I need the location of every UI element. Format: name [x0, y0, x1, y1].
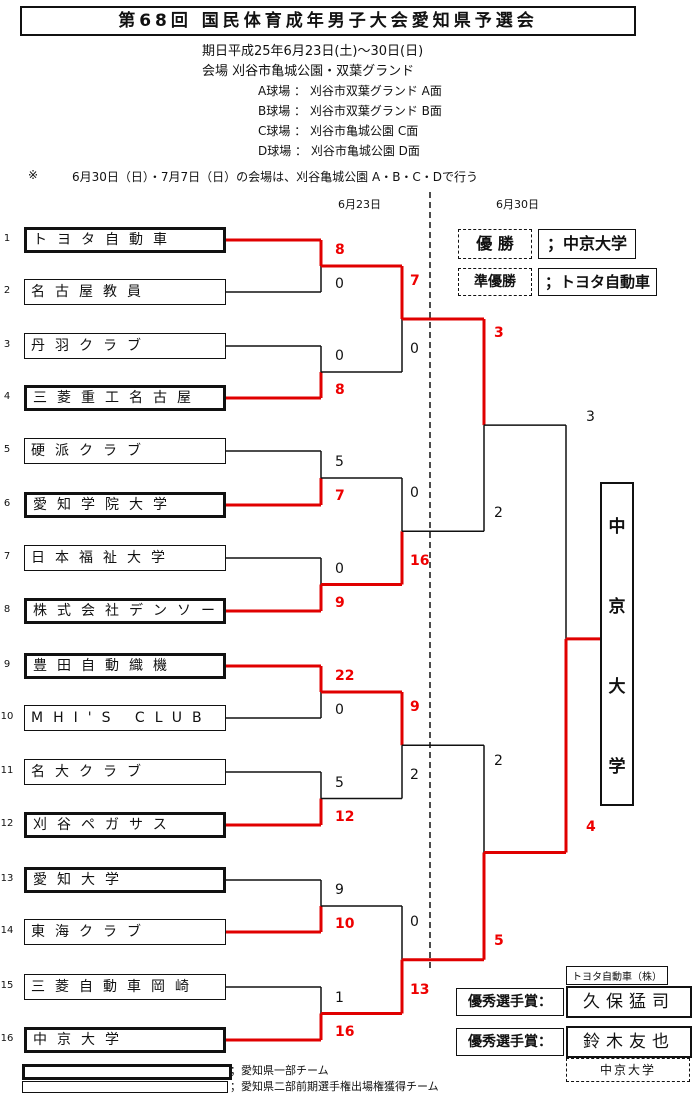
r2-score-top: 7 [410, 273, 420, 289]
team-box: 三菱自動車岡崎 [24, 974, 226, 1000]
winner-char: 学 [608, 756, 626, 777]
team-box: 愛知大学 [24, 867, 226, 893]
winner-char: 京 [608, 596, 626, 617]
r1-score-top: 0 [335, 348, 344, 364]
winner-vertical-box: 中 京 大 学 [600, 482, 634, 806]
r3-score-bottom: 2 [494, 505, 503, 522]
team-seed: 12 [0, 818, 14, 829]
r1-score-bottom: 0 [335, 276, 344, 292]
date-round3: 6月30日 [496, 198, 539, 211]
team-seed: 3 [3, 339, 11, 350]
winner-char: 中 [608, 516, 626, 537]
r3-score-top: 2 [494, 752, 503, 769]
r1-score-top: 1 [335, 989, 344, 1006]
r1-score-bottom: 12 [335, 808, 355, 825]
venue-a: A球場 ： 刈谷市双葉グランド A面 [258, 84, 442, 98]
venue-note: 6月30日（日）・7月7日（日）の会場は、刈谷亀城公園 A・B・C・Dで行う [72, 170, 479, 184]
team-box: 株式会社デンソー [24, 598, 226, 624]
team-box: MHI'S CLUB [24, 705, 226, 731]
r1-score-bottom: 9 [335, 594, 345, 611]
team-box: 日本福祉大学 [24, 545, 226, 571]
r2-score-bottom: 0 [410, 341, 419, 357]
r1-score-bottom: 8 [335, 382, 345, 398]
award-org-2: 中京大学 [566, 1058, 690, 1082]
r2-score-top: 0 [410, 485, 419, 502]
r2-score-top: 9 [410, 699, 420, 716]
r1-score-top: 0 [335, 560, 344, 577]
r3-score-top: 3 [494, 325, 504, 342]
final-score-bottom: 4 [586, 818, 596, 835]
legend-swatch-tier2 [22, 1081, 228, 1093]
award-label-2: 優秀選手賞： [456, 1028, 564, 1056]
r1-score-bottom: 10 [335, 916, 355, 932]
team-seed: 6 [3, 498, 11, 509]
date-round1: 6月23日 [338, 198, 381, 211]
team-seed: 4 [3, 391, 11, 402]
event-period: 期日平成25年6月23日(土)〜30日(日) [202, 44, 424, 59]
team-box: 名大クラブ [24, 759, 226, 785]
team-box: トヨタ自動車 [24, 227, 226, 253]
team-box: 刈谷ペガサス [24, 812, 226, 838]
r1-score-bottom: 16 [335, 1023, 355, 1040]
champion-name: ；中京大学 [538, 229, 637, 259]
runner-up-name: ；トヨタ自動車 [538, 268, 658, 296]
r2-score-top: 0 [410, 913, 419, 930]
award-name-1: 久保猛司 [566, 986, 692, 1018]
r1-score-bottom: 7 [335, 488, 345, 504]
award-label-1: 優秀選手賞： [456, 988, 564, 1016]
team-seed: 8 [3, 604, 11, 615]
team-box: 三菱重工名古屋 [24, 385, 226, 411]
venue-c: C球場 ： 刈谷市亀城公園 C面 [258, 124, 419, 138]
team-seed: 7 [3, 551, 11, 562]
team-box: 名古屋教員 [24, 279, 226, 305]
winner-char: 大 [608, 676, 626, 697]
team-seed: 15 [0, 980, 14, 991]
team-seed: 2 [3, 285, 11, 296]
r1-score-top: 9 [335, 882, 344, 898]
r1-score-top: 22 [335, 668, 355, 684]
team-seed: 13 [0, 873, 14, 884]
page-title: 第68回 国民体育成年男子大会愛知県予選会 [20, 6, 636, 36]
award-name-2: 鈴木友也 [566, 1026, 692, 1058]
r3-score-bottom: 5 [494, 932, 504, 949]
team-seed: 5 [3, 444, 11, 455]
legend-swatch-tier1 [22, 1064, 232, 1080]
team-seed: 16 [0, 1033, 14, 1044]
r1-score-top: 5 [335, 454, 344, 470]
venue-d: D球場 ： 刈谷市亀城公園 D面 [258, 144, 420, 158]
team-box: 硬派クラブ [24, 438, 226, 464]
team-box: 豊田自動織機 [24, 653, 226, 679]
r2-score-bottom: 2 [410, 767, 419, 784]
r1-score-top: 5 [335, 774, 344, 791]
note-mark: ※ [28, 168, 39, 182]
team-box: 東海クラブ [24, 919, 226, 945]
venue-b: B球場 ： 刈谷市双葉グランド B面 [258, 104, 442, 118]
runner-up-label: 準優勝 [458, 268, 532, 296]
final-score-top: 3 [586, 408, 595, 425]
team-box: 愛知学院大学 [24, 492, 226, 518]
r2-score-bottom: 13 [410, 981, 430, 998]
team-seed: 14 [0, 925, 14, 936]
champion-label: 優 勝 [458, 229, 532, 259]
legend-tier2: ；愛知県二部前期選手権出場権獲得チーム [230, 1080, 439, 1093]
r2-score-bottom: 16 [410, 553, 430, 570]
r1-score-bottom: 0 [335, 702, 344, 718]
team-seed: 1 [3, 233, 11, 244]
team-seed: 10 [0, 711, 14, 722]
team-seed: 9 [3, 659, 11, 670]
event-venue: 会場 刈谷市亀城公園・双葉グランド [202, 64, 415, 79]
legend-tier1: ；愛知県一部チーム [230, 1064, 329, 1077]
team-seed: 11 [0, 765, 14, 776]
team-box: 中京大学 [24, 1027, 226, 1053]
r1-score-top: 8 [335, 242, 345, 258]
award-org-1: トヨタ自動車（株） [566, 966, 668, 985]
team-box: 丹羽クラブ [24, 333, 226, 359]
